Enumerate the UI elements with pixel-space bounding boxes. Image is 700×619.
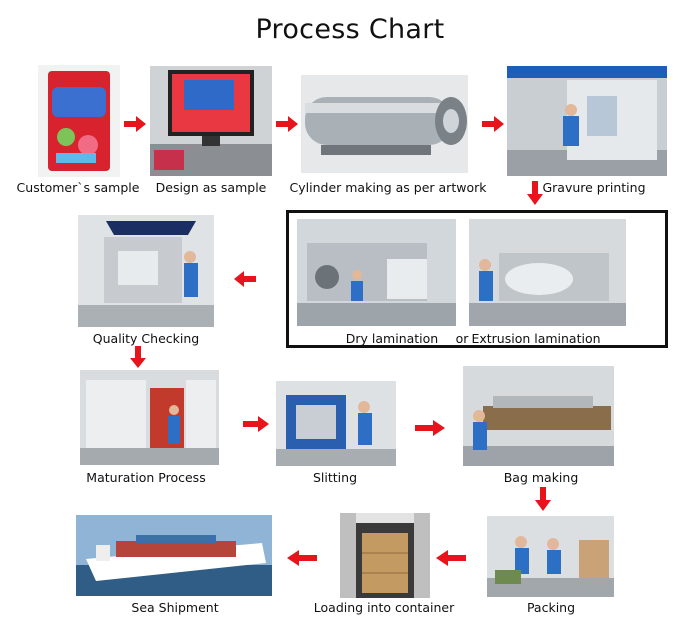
extrusion-lamination-photo: [469, 219, 626, 326]
slitting-label: Slitting: [312, 470, 358, 485]
design-sample-label: Design as sample: [155, 180, 267, 195]
arrow-left-icon: [287, 550, 317, 566]
arrow-down-icon: [535, 487, 551, 511]
arrow-right-icon: [276, 116, 298, 132]
arrow-right-icon: [415, 420, 445, 436]
arrow-right-icon: [243, 416, 269, 432]
loading-container-photo: [340, 513, 430, 598]
quality-check-label: Quality Checking: [92, 331, 200, 346]
or-label: or: [455, 331, 469, 346]
arrow-left-icon: [234, 271, 256, 287]
sea-shipment-label: Sea Shipment: [131, 600, 219, 615]
gravure-label: Gravure printing: [542, 180, 646, 195]
packing-label: Packing: [526, 600, 576, 615]
cylinder-label: Cylinder making as per artwork: [289, 180, 487, 195]
gravure-photo: [507, 66, 667, 176]
arrow-right-icon: [124, 116, 146, 132]
extrusion-lamination-label: Extrusion lamination: [471, 331, 601, 346]
maturation-label: Maturation Process: [86, 470, 206, 485]
packing-photo: [487, 516, 614, 597]
quality-check-photo: [78, 215, 214, 327]
customer-sample-label: Customer`s sample: [16, 180, 140, 195]
arrow-down-icon: [130, 346, 146, 368]
bag-making-photo: [463, 366, 614, 466]
arrow-right-icon: [482, 116, 504, 132]
dry-lamination-photo: [297, 219, 456, 326]
arrow-down-icon: [527, 181, 543, 205]
bag-making-label: Bag making: [503, 470, 579, 485]
page-title: Process Chart: [255, 14, 445, 45]
maturation-photo: [80, 370, 219, 465]
cylinder-photo: [301, 75, 468, 173]
dry-lamination-label: Dry lamination: [345, 331, 439, 346]
design-sample-photo: [150, 66, 272, 176]
sea-shipment-photo: [76, 515, 272, 596]
arrow-left-icon: [436, 550, 466, 566]
loading-container-label: Loading into container: [313, 600, 455, 615]
slitting-photo: [276, 381, 396, 466]
customer-sample-photo: [38, 65, 120, 177]
